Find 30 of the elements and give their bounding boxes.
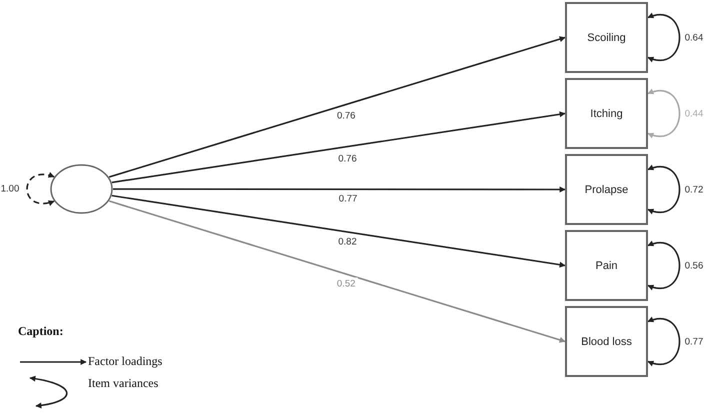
- variance-loop-arrow: [647, 13, 680, 62]
- edge-label: 0.77: [682, 335, 706, 348]
- caption-heading: Caption:: [18, 324, 64, 339]
- observed-variable-box: [565, 230, 648, 301]
- edge-label: 0.44: [682, 107, 706, 120]
- factor-loading-arrow: [108, 36, 566, 178]
- edge-label: 0.64: [682, 31, 706, 44]
- edge-label: 0.72: [682, 183, 706, 196]
- variable-label: Prolapse: [584, 184, 628, 196]
- variable-label: Itching: [590, 108, 623, 120]
- factor-loading-arrow: [112, 111, 566, 184]
- variance-loop-arrow: [647, 89, 680, 138]
- variance-loop-arrow: [647, 317, 680, 366]
- variance-loop-arrow: [647, 165, 680, 214]
- factor-loading-arrow: [108, 200, 566, 343]
- latent-factor-ellipse: [50, 164, 113, 214]
- legend-label: Item variances: [88, 376, 158, 391]
- edge-label: 0.56: [682, 259, 706, 272]
- factor-loading-arrow: [113, 186, 566, 192]
- observed-variable-box: [565, 306, 648, 377]
- observed-variable-box: [565, 78, 648, 149]
- observed-variable-box: [565, 154, 648, 225]
- variable-label: Scoiling: [587, 32, 626, 44]
- variance-loop-arrow: [647, 241, 680, 290]
- legend-label: Factor loadings: [88, 354, 162, 369]
- variable-label: Blood loss: [581, 336, 632, 348]
- observed-variable-box: [565, 2, 648, 73]
- factor-loading-arrow: [112, 194, 566, 268]
- variable-label: Pain: [595, 260, 618, 272]
- variance-loop-arrow: [26, 172, 55, 206]
